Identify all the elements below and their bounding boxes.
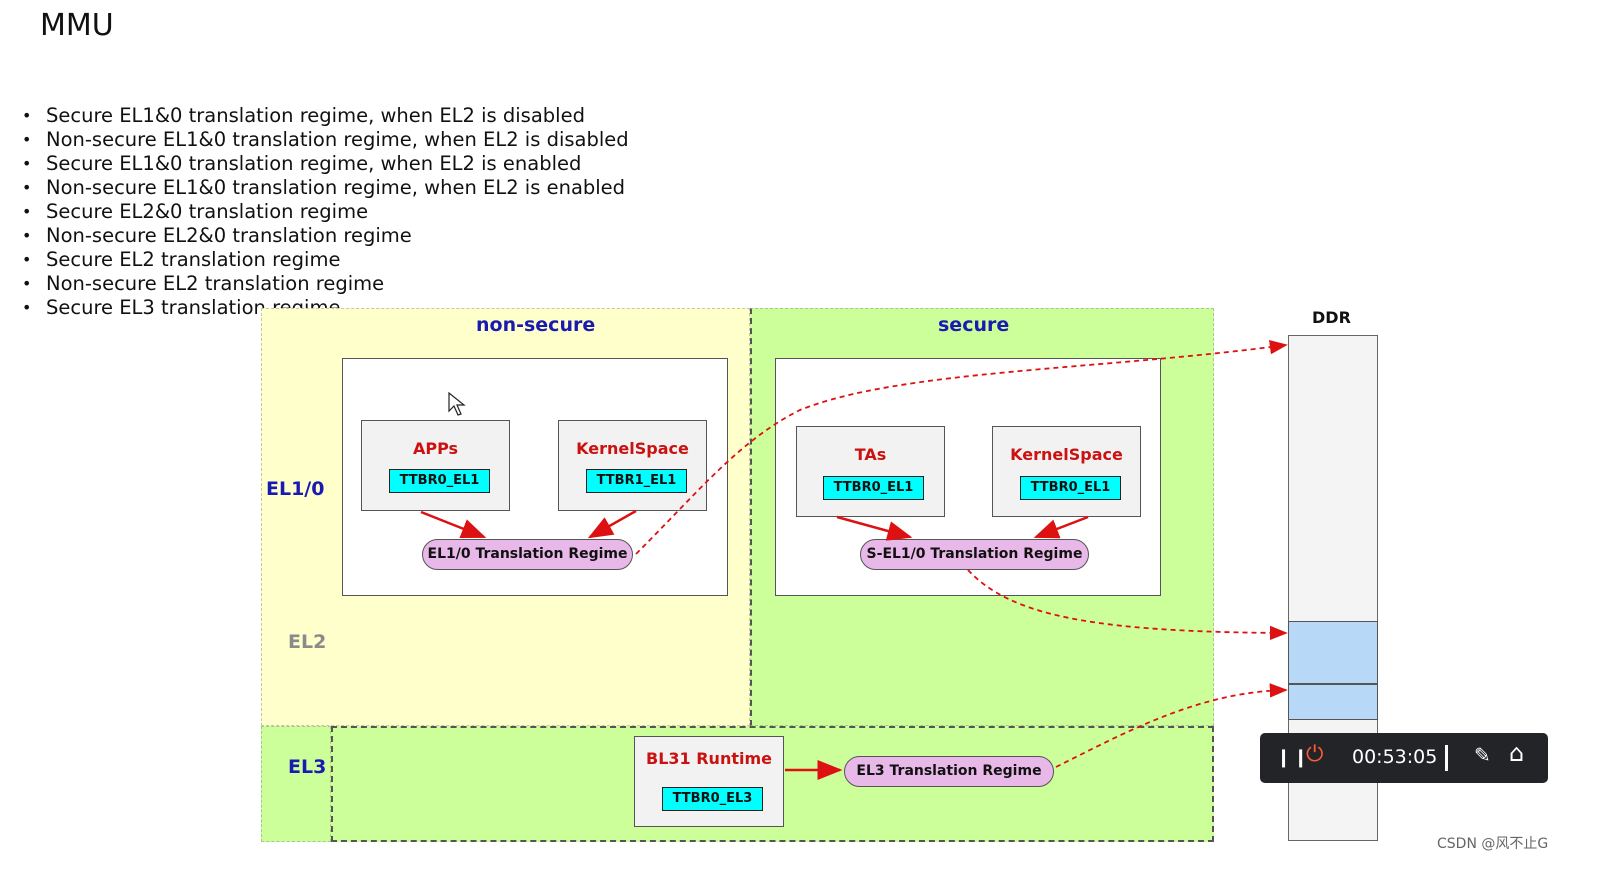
arrow-s-regime-to-ddr (967, 569, 1288, 641)
bullet-item: Non-secure EL1&0 translation regime, whe… (22, 128, 629, 152)
el3-translation-regime: EL3 Translation Regime (844, 756, 1054, 787)
ttbr0-el3-register: TTBR0_EL3 (662, 787, 763, 811)
el10-translation-regime: EL1/0 Translation Regime (422, 539, 633, 570)
el10-label: EL1/0 (266, 478, 325, 500)
arrow-ns-regime-to-ddr (635, 340, 1288, 555)
tas-box: TAs TTBR0_EL1 (796, 426, 945, 517)
watermark: CSDN @风不止G (1437, 836, 1549, 852)
video-player-controls: ❙❙ ⏻ 00:53:05 ✎ ⌂ (1260, 733, 1548, 783)
arrow-skernel-to-regime (1033, 515, 1089, 539)
tas-title: TAs (854, 445, 887, 464)
bullet-list: Secure EL1&0 translation regime, when EL… (22, 104, 629, 320)
bl31-runtime-box: BL31 Runtime TTBR0_EL3 (634, 736, 784, 827)
power-icon[interactable]: ⏻ (1306, 742, 1324, 767)
slide-title: MMU (40, 8, 114, 43)
bullet-item: Secure EL1&0 translation regime, when EL… (22, 104, 629, 128)
bullet-item: Secure EL2 translation regime (22, 248, 629, 272)
ns-kernelspace-box: KernelSpace TTBR1_EL1 (558, 420, 707, 511)
mouse-cursor-icon (448, 392, 466, 416)
arrow-el3-regime-to-ddr (1055, 683, 1288, 768)
ttbr0-el1-register: TTBR0_EL1 (823, 476, 924, 500)
s-el10-translation-regime: S-EL1/0 Translation Regime (860, 539, 1089, 570)
ns-kernelspace-title: KernelSpace (576, 439, 689, 458)
s-kernelspace-box: KernelSpace TTBR0_EL1 (992, 426, 1141, 517)
recording-timer: 00:53:05 (1352, 746, 1438, 768)
apps-title: APPs (412, 439, 459, 458)
ddr-label: DDR (1312, 308, 1351, 327)
el3-label: EL3 (288, 756, 327, 778)
apps-box: APPs TTBR0_EL1 (361, 420, 510, 511)
arrow-tas-to-regime (836, 515, 913, 541)
bullet-item: Secure EL1&0 translation regime, when EL… (22, 152, 629, 176)
bullet-item: Non-secure EL2 translation regime (22, 272, 629, 296)
bullet-item: Non-secure EL2&0 translation regime (22, 224, 629, 248)
ttbr0-el1-register: TTBR0_EL1 (1020, 476, 1121, 500)
arrow-kernel-to-regime (587, 509, 637, 539)
s-kernelspace-title: KernelSpace (1010, 445, 1123, 464)
ddr-el3-block (1288, 684, 1378, 720)
bl31-runtime-title: BL31 Runtime (646, 749, 772, 768)
pause-icon[interactable]: ❙❙ (1276, 747, 1311, 768)
ttbr1-el1-register: TTBR1_EL1 (586, 469, 687, 493)
secure-label: secure (938, 314, 1010, 336)
el2-label: EL2 (288, 631, 327, 653)
el3-label-region (261, 726, 331, 842)
ttbr0-el1-register: TTBR0_EL1 (389, 469, 490, 493)
non-secure-label: non-secure (476, 314, 596, 336)
bullet-item: Non-secure EL1&0 translation regime, whe… (22, 176, 629, 200)
ddr-secure-block (1288, 621, 1378, 684)
pen-icon[interactable]: ✎ (1474, 743, 1491, 767)
bullet-item: Secure EL2&0 translation regime (22, 200, 629, 224)
timer-separator (1445, 745, 1448, 771)
home-icon[interactable]: ⌂ (1509, 739, 1525, 767)
arrow-apps-to-regime (420, 510, 487, 539)
